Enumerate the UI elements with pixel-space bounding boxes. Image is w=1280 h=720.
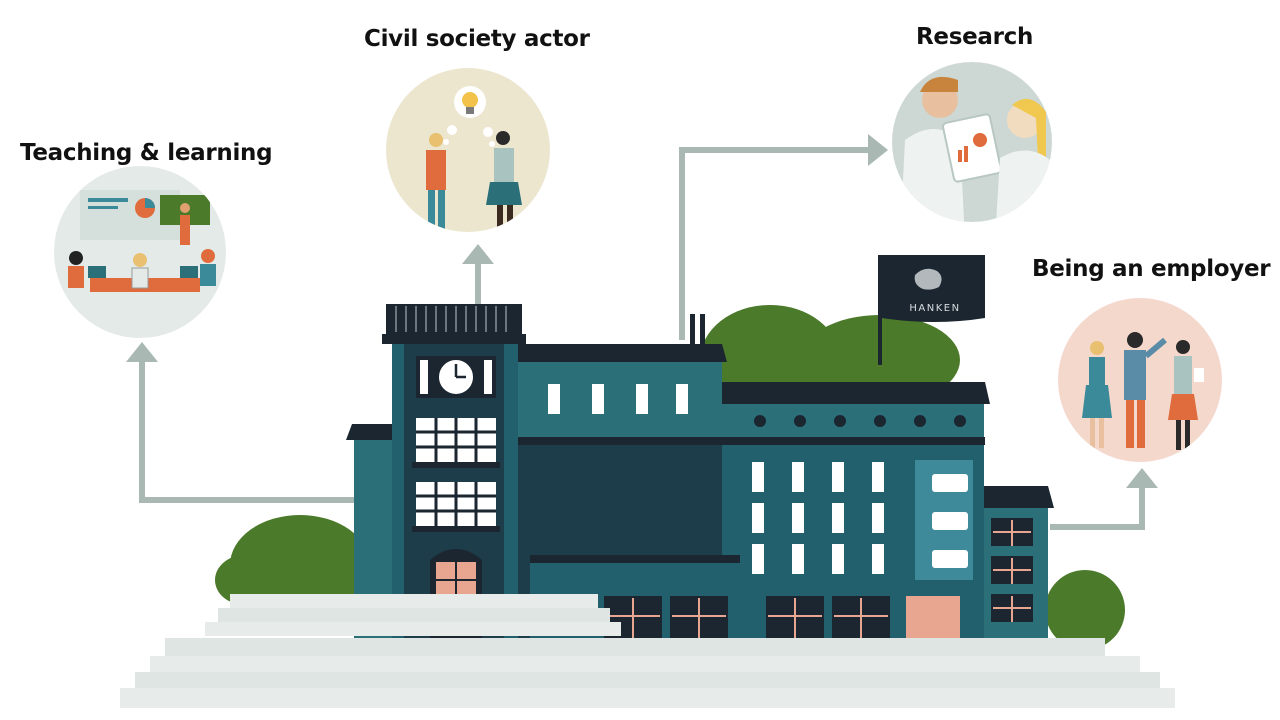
steps [120, 594, 1175, 708]
arrow-employer [1050, 486, 1145, 530]
arrow-teaching [139, 360, 355, 503]
flag-text: HANKEN [909, 303, 960, 314]
arrowheads [126, 134, 1158, 488]
research-illustration [892, 62, 1052, 222]
building-right-wing [720, 382, 990, 640]
teaching-illustration [54, 166, 226, 338]
civil-society-illustration [386, 68, 550, 232]
employer-illustration [1058, 298, 1222, 462]
clock-tower [382, 304, 526, 640]
label-civil-society-actor: Civil society actor [364, 26, 590, 52]
label-teaching-learning: Teaching & learning [20, 140, 273, 166]
building-annex [984, 486, 1054, 640]
building-middle [515, 314, 985, 640]
arrows [139, 147, 1145, 530]
label-research: Research [916, 24, 1034, 50]
lightbulb-icon [454, 86, 486, 118]
flag-icon: HANKEN [878, 255, 985, 365]
label-being-an-employer: Being an employer [1032, 256, 1271, 282]
arrow-research [679, 147, 870, 340]
clock-icon [437, 358, 475, 396]
